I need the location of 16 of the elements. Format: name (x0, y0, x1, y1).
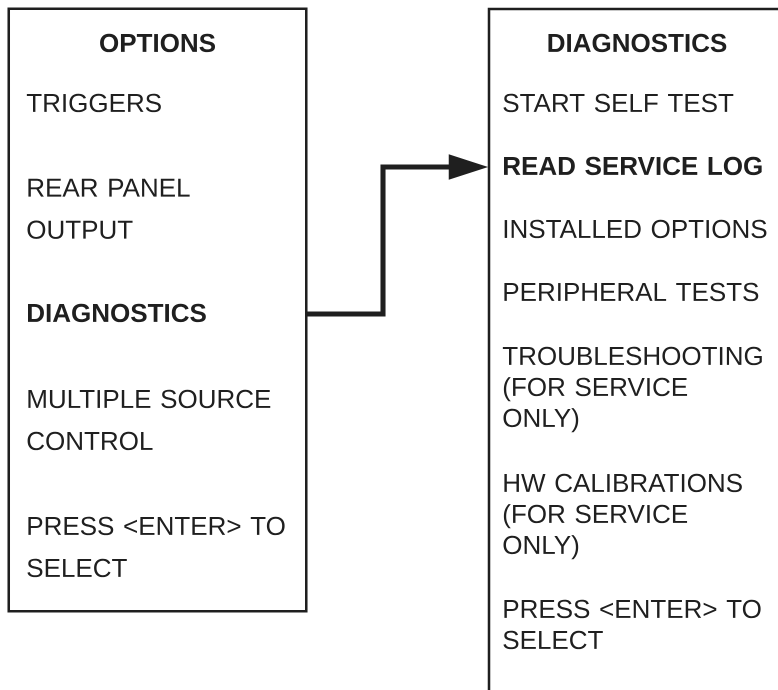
menu-item: INSTALLED OPTIONS (504, 220, 766, 238)
menu-item: PRESS <ENTER> TO SELECT (27, 516, 285, 578)
menu-item: TROUBLESHOOTING (FOR SERVICE ONLY) (502, 346, 762, 432)
menu-box (488, 8, 778, 690)
menu-box (7, 7, 308, 613)
menu-item: READ SERVICE LOG (504, 156, 762, 176)
menu-item: PRESS <ENTER> TO SELECT (503, 600, 761, 650)
menu-item: HW CALIBRATIONS (FOR SERVICE ONLY) (504, 474, 742, 560)
menu-heading: DIAGNOSTICS (548, 34, 726, 52)
menu-item: PERIPHERAL TESTS (504, 282, 758, 302)
menu-item: START SELF TEST (503, 94, 734, 112)
menu-item: MULTIPLE SOURCE CONTROL (28, 390, 270, 450)
menu-heading: OPTIONS (100, 34, 215, 52)
menu-item: REAR PANEL OUTPUT (28, 178, 190, 239)
menu-item: DIAGNOSTICS (28, 304, 206, 322)
menu-item: TRIGGERS (26, 94, 161, 112)
